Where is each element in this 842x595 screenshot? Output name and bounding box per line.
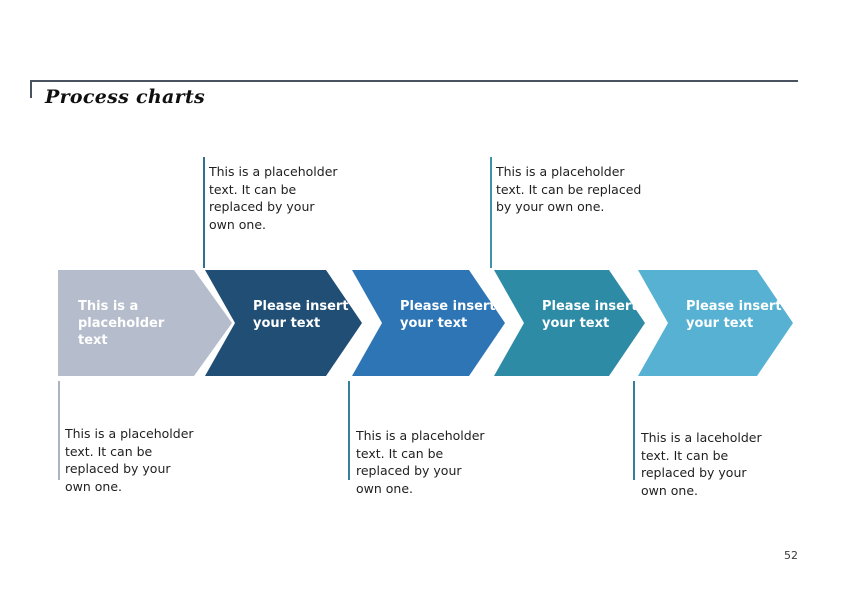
bottom-note-1-separator bbox=[58, 381, 60, 480]
process-step-2-label: Please insert your text bbox=[253, 299, 349, 331]
process-step-1-label: This is a placeholder text bbox=[78, 298, 165, 348]
bottom-note-3-separator bbox=[633, 381, 635, 480]
process-step-3-label: Please insert your text bbox=[400, 299, 496, 331]
process-step-5[interactable]: Please insert your text bbox=[638, 270, 793, 376]
process-step-4-label: Please insert your text bbox=[542, 299, 638, 331]
top-note-2[interactable]: This is a placeholder text. It can be re… bbox=[496, 164, 642, 214]
page-title: Process charts bbox=[45, 86, 206, 108]
top-note-2-separator bbox=[490, 157, 492, 268]
bottom-note-2-separator bbox=[348, 381, 350, 480]
process-step-5-label: Please insert your text bbox=[686, 299, 782, 331]
bottom-note-1[interactable]: This is a placeholder text. It can be re… bbox=[65, 426, 194, 494]
bottom-note-3[interactable]: This is a laceholder text. It can be rep… bbox=[641, 430, 762, 498]
process-step-1[interactable]: This is a placeholder text bbox=[58, 270, 232, 376]
page-number: 52 bbox=[784, 549, 798, 562]
header-rule bbox=[30, 80, 798, 82]
top-note-1[interactable]: This is a placeholder text. It can be re… bbox=[209, 164, 338, 232]
process-step-3[interactable]: Please insert your text bbox=[352, 270, 505, 376]
process-step-4[interactable]: Please insert your text bbox=[494, 270, 645, 376]
top-note-1-separator bbox=[203, 157, 205, 268]
bottom-note-2[interactable]: This is a placeholder text. It can be re… bbox=[356, 428, 485, 496]
header-rule-tick bbox=[30, 80, 32, 98]
